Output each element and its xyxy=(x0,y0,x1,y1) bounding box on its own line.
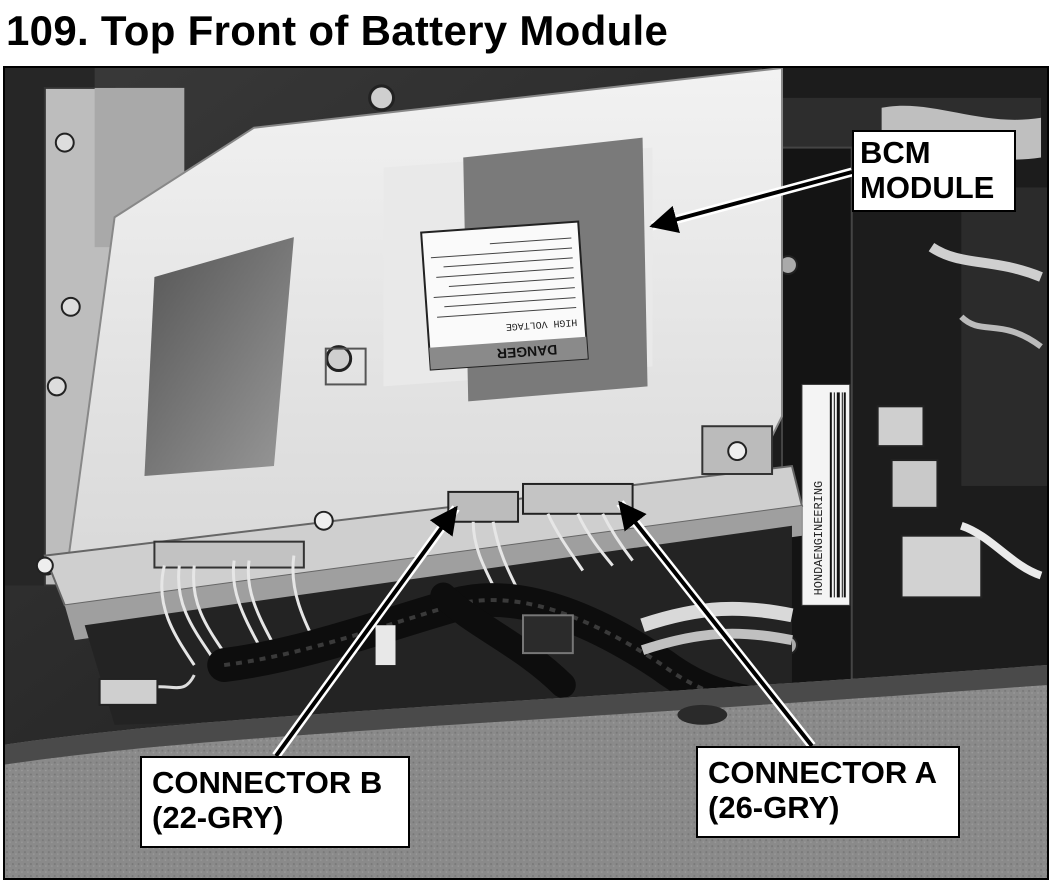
barcode-text: HONDAENGINEERING xyxy=(812,481,826,596)
barcode-sticker: HONDAENGINEERING xyxy=(801,383,851,606)
page-title: 109. Top Front of Battery Module xyxy=(6,7,669,54)
bcm-callout-line1: BCM xyxy=(860,135,931,170)
connector-b-callout-line1: CONNECTOR B xyxy=(152,765,383,800)
danger-warning-label: DANGER HIGH VOLTAGE xyxy=(420,220,589,371)
bcm-callout-line2: MODULE xyxy=(860,169,995,205)
connector-a-callout: CONNECTOR A (26-GRY) xyxy=(696,746,960,838)
danger-label-header: DANGER xyxy=(496,342,557,362)
connector-a-callout-line2: (26-GRY) xyxy=(708,789,840,825)
connector-b-callout: CONNECTOR B (22-GRY) xyxy=(140,756,410,848)
connector-b-callout-line2: (22-GRY) xyxy=(152,799,284,835)
danger-label-subheader: HIGH VOLTAGE xyxy=(505,316,577,332)
connector-a-callout-line1: CONNECTOR A xyxy=(708,755,938,790)
bcm-module-callout: BCM MODULE xyxy=(852,130,1016,212)
